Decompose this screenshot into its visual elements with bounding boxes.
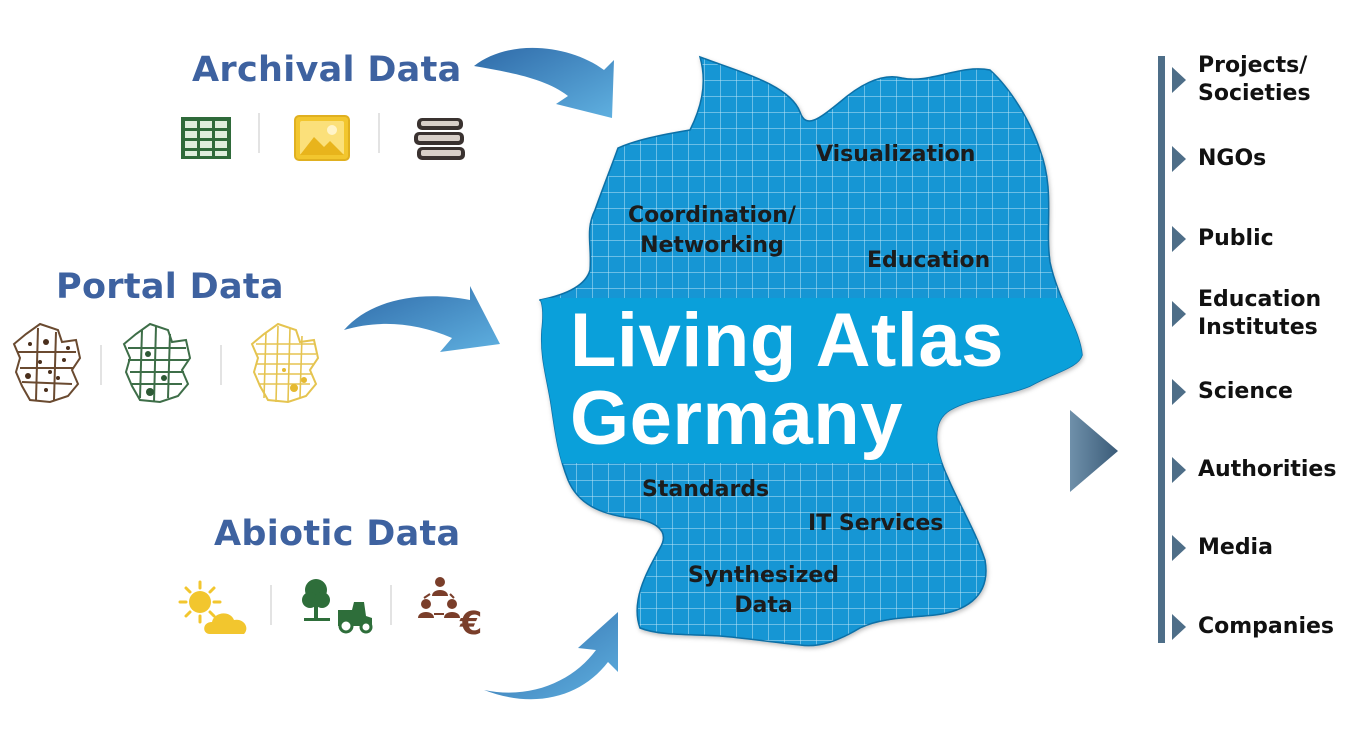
topic-education: Education xyxy=(867,248,991,273)
topic-standards: Standards xyxy=(642,477,770,502)
target-pointer-icon xyxy=(1172,67,1186,93)
abiotic-arrow xyxy=(484,612,618,700)
separator xyxy=(100,345,102,385)
output-arrow xyxy=(1070,410,1118,492)
brown-map-icon xyxy=(12,322,82,404)
topic-coordination-line1: Coordination/ xyxy=(628,203,796,228)
separator xyxy=(270,585,272,625)
target-pointer-icon xyxy=(1172,457,1186,483)
topic-synthesized-line2: Data xyxy=(734,593,793,618)
target-label: Authorities xyxy=(1198,457,1337,482)
living-atlas-title: Living Atlas Germany xyxy=(570,302,1004,458)
topic-it-services: IT Services xyxy=(808,511,944,536)
target-education-institutes: Education Institutes xyxy=(1172,286,1321,342)
target-label: Projects/ Societies xyxy=(1198,53,1311,106)
weather-icon xyxy=(178,580,247,634)
target-label: Public xyxy=(1198,226,1274,251)
target-label: Education Institutes xyxy=(1198,287,1322,340)
target-pointer-icon xyxy=(1172,614,1186,640)
green-map-icon xyxy=(122,322,192,404)
topic-visualization: Visualization xyxy=(816,142,976,167)
target-label: Companies xyxy=(1198,614,1334,639)
topic-coordination: Coordination/ Networking xyxy=(628,201,796,261)
separator xyxy=(258,113,260,153)
target-ngos: NGOs xyxy=(1172,145,1266,173)
spreadsheet-icon xyxy=(181,117,231,159)
archival-data-title: Archival Data xyxy=(192,50,462,90)
title-line-1: Living Atlas xyxy=(570,298,1004,383)
target-label: Media xyxy=(1198,535,1273,560)
target-pointer-icon xyxy=(1172,226,1186,252)
target-label: NGOs xyxy=(1198,146,1267,171)
tree-tractor-icon xyxy=(302,579,373,634)
target-projects-societies: Projects/ Societies xyxy=(1172,52,1311,108)
portal-arrow xyxy=(344,286,500,352)
target-label: Science xyxy=(1198,379,1293,404)
target-pointer-icon xyxy=(1172,146,1186,172)
topic-synthesized-line1: Synthesized xyxy=(688,563,840,588)
portal-data-title: Portal Data xyxy=(56,267,284,307)
books-icon xyxy=(414,118,465,160)
people-euro-icon: € xyxy=(418,577,482,638)
target-media: Media xyxy=(1172,534,1273,562)
target-public: Public xyxy=(1172,225,1274,253)
svg-text:€: € xyxy=(459,604,482,638)
topic-coordination-line2: Networking xyxy=(640,233,784,258)
target-pointer-icon xyxy=(1172,379,1186,405)
abiotic-data-title: Abiotic Data xyxy=(214,514,461,554)
topic-synthesized-data: Synthesized Data xyxy=(688,561,839,621)
archival-arrow xyxy=(474,47,614,118)
separator xyxy=(220,345,222,385)
target-companies: Companies xyxy=(1172,613,1334,641)
separator xyxy=(378,113,380,153)
title-line-2: Germany xyxy=(570,376,903,461)
target-authorities: Authorities xyxy=(1172,456,1336,484)
separator xyxy=(390,585,392,625)
image-icon xyxy=(294,115,350,161)
target-science: Science xyxy=(1172,378,1293,406)
target-pointer-icon xyxy=(1172,535,1186,561)
target-pointer-icon xyxy=(1172,301,1186,327)
targets-divider xyxy=(1158,56,1165,643)
yellow-map-icon xyxy=(250,322,320,404)
